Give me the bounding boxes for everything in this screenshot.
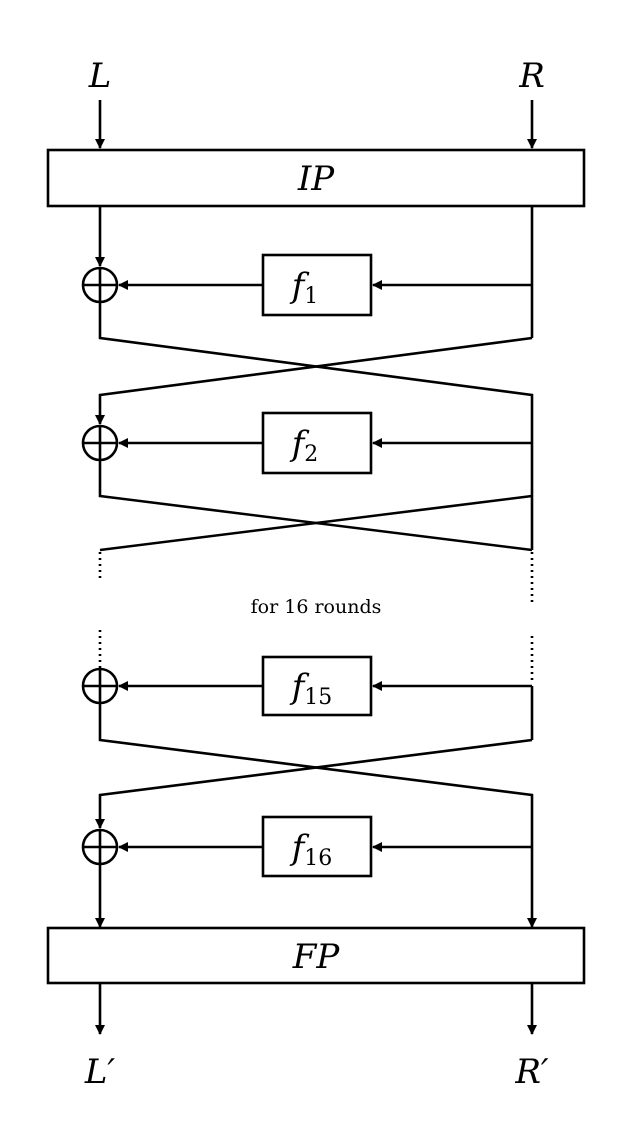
circled-plus-icon	[81, 424, 119, 462]
cross2-a	[98, 460, 533, 552]
cross1-b	[95, 336, 533, 425]
output-left-label: L′	[84, 1052, 116, 1092]
fp-box: FP	[46, 926, 586, 985]
fp-label: FP	[292, 937, 341, 977]
input-right-label: R	[518, 56, 545, 96]
f16-box	[261, 815, 373, 878]
repeat-label: for 16 rounds	[251, 596, 382, 618]
ip-box: IP	[46, 148, 586, 208]
cross2-b	[99, 494, 533, 552]
cross3-b	[95, 738, 533, 829]
circled-plus-icon	[81, 667, 119, 705]
ip-label: IP	[297, 159, 335, 199]
input-left-label: L	[88, 56, 112, 96]
output-right-label: R′	[514, 1052, 549, 1092]
cross3-a	[98, 703, 537, 928]
circled-plus-icon	[81, 828, 119, 866]
circled-plus-icon	[81, 266, 119, 304]
